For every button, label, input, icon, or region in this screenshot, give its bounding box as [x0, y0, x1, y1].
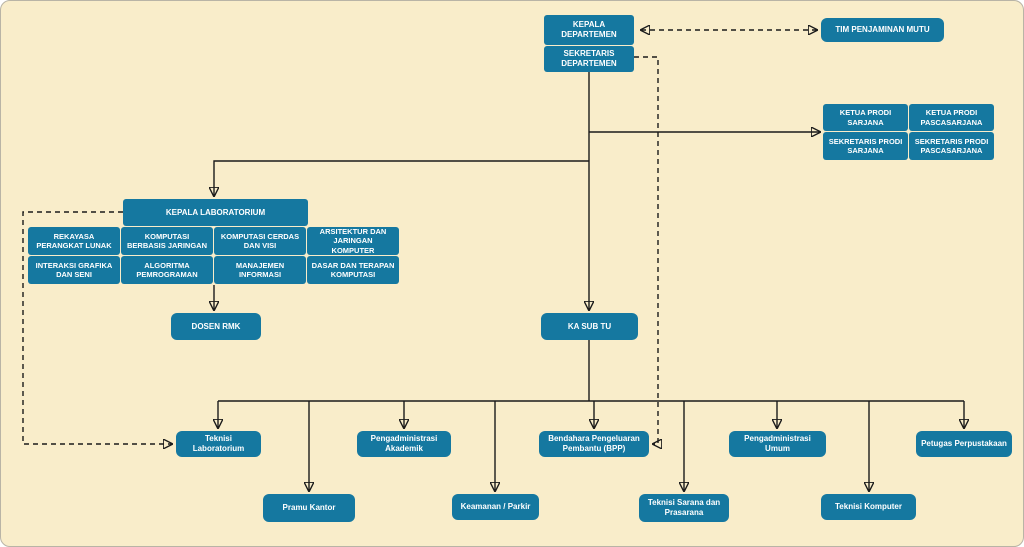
node-pramu-kantor: Pramu Kantor — [263, 494, 355, 522]
node-petugas-perpustakaan: Petugas Perpustakaan — [916, 431, 1012, 457]
node-ketua-prodi-sarjana: KETUA PRODI SARJANA — [823, 104, 908, 131]
node-lab-algoritma-pemrograman: ALGORITMA PEMROGRAMAN — [121, 256, 213, 284]
node-keamanan-parkir: Keamanan / Parkir — [452, 494, 539, 520]
node-pengadministrasi-akademik: Pengadministrasi Akademik — [357, 431, 451, 457]
node-tim-penjaminan-mutu: TIM PENJAMINAN MUTU — [821, 18, 944, 42]
node-teknisi-komputer: Teknisi Komputer — [821, 494, 916, 520]
node-lab-interaksi-grafika-dan-seni: INTERAKSI GRAFIKA DAN SENI — [28, 256, 120, 284]
node-teknisi-sarana-prasarana: Teknisi Sarana dan Prasarana — [639, 494, 729, 522]
node-sekretaris-prodi-pascasarjana: SEKRETARIS PRODI PASCASARJANA — [909, 132, 994, 160]
node-pengadministrasi-umum: Pengadministrasi Umum — [729, 431, 826, 457]
edge-dashed-sekretaris-to-bendahara — [634, 56, 658, 444]
node-lab-manajemen-informasi: MANAJEMEN INFORMASI — [214, 256, 306, 284]
edge-departemen-to-kepala-laboratorium — [214, 160, 589, 196]
node-lab-komputasi-cerdas-dan-visi: KOMPUTASI CERDAS DAN VISI — [214, 227, 306, 255]
node-lab-dasar-dan-terapan-komputasi: DASAR DAN TERAPAN KOMPUTASI — [307, 256, 399, 284]
node-kepala-laboratorium: KEPALA LABORATORIUM — [123, 199, 308, 226]
node-ketua-prodi-pascasarjana: KETUA PRODI PASCASARJANA — [909, 104, 994, 131]
node-sekretaris-departemen: SEKRETARIS DEPARTEMEN — [544, 46, 634, 72]
edge-dashed-lab-to-teknisi-laboratorium — [22, 211, 172, 444]
node-kepala-departemen: KEPALA DEPARTEMEN — [544, 15, 634, 45]
node-lab-arsitektur-dan-jaringan-komputer: ARSITEKTUR DAN JARINGAN KOMPUTER — [307, 227, 399, 255]
node-sekretaris-prodi-sarjana: SEKRETARIS PRODI SARJANA — [823, 132, 908, 160]
node-lab-rekayasa-perangkat-lunak: REKAYASA PERANGKAT LUNAK — [28, 227, 120, 255]
node-dosen-rmk: DOSEN RMK — [171, 313, 261, 340]
node-teknisi-laboratorium: Teknisi Laboratorium — [176, 431, 261, 457]
node-bendahara-bpp: Bendahara Pengeluaran Pembantu (BPP) — [539, 431, 649, 457]
node-ka-sub-tu: KA SUB TU — [541, 313, 638, 340]
node-lab-komputasi-berbasis-jaringan: KOMPUTASI BERBASIS JARINGAN — [121, 227, 213, 255]
